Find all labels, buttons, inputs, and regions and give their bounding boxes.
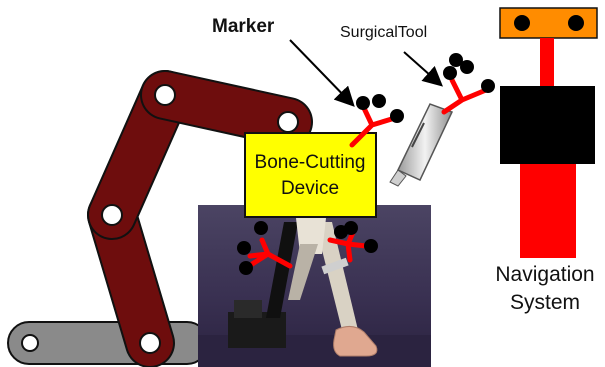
leg-model-photo [198,205,431,367]
tracking-marker-icon [352,94,404,145]
surgical-tool-icon [390,53,495,186]
navigation-system: Navigation System [495,8,597,314]
navigation-label-line2: System [510,291,580,314]
bone-cutting-label-line1: Bone-Cutting [255,152,366,173]
bone-cutting-device: Bone-Cutting Device [245,133,376,217]
marker-label: Marker [212,16,275,37]
bone-cutting-label-line2: Device [281,178,339,199]
navigation-label-line1: Navigation [495,263,594,286]
arm-joint [140,333,160,353]
arm-joint [155,85,175,105]
robot-base [8,322,208,364]
surgical-tool-callout: SurgicalTool [340,24,440,84]
arm-joint [278,112,298,132]
arm-joint [102,205,122,225]
surgical-tool-label: SurgicalTool [340,24,427,41]
